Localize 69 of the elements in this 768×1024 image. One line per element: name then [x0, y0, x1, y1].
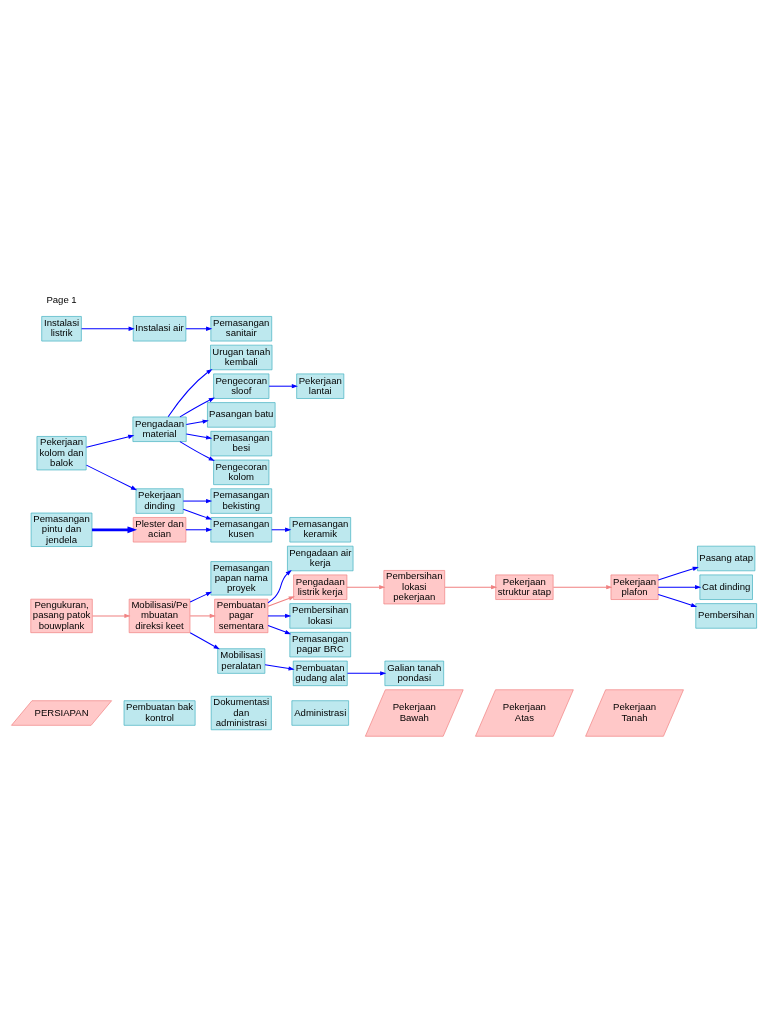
arrow — [189, 591, 213, 603]
arrow — [189, 632, 220, 650]
arrow — [657, 594, 698, 608]
node-box: Pemasangan besi — [210, 431, 273, 457]
arrow — [346, 585, 386, 590]
label: Page 1 — [46, 293, 77, 305]
arrow — [179, 441, 215, 462]
node-box: Pekerjaan lantai — [296, 373, 345, 399]
node-box: Pembersihan lokasi — [289, 603, 351, 629]
arrow — [179, 397, 215, 418]
node-box: Pekerjaan struktur atap — [495, 574, 554, 600]
node-box: Pemasangan keramik — [289, 517, 351, 543]
node-box: Cat dinding — [699, 574, 753, 600]
arrow — [185, 433, 213, 440]
node-box: Pembuatan gudang alat — [292, 660, 348, 686]
node-box: Dokumentasi dan administrasi — [210, 695, 272, 731]
node-box: Pekerjaan kolom dan balok — [36, 436, 87, 471]
node-box: Pengadaan listrik kerja — [293, 574, 348, 600]
node-box: Pembuatan pagar sementara — [214, 598, 269, 633]
node-box: Pengukuran, pasang patok bouwplank — [30, 598, 93, 633]
arrow — [81, 326, 135, 331]
node-box: Pemasangan pagar BRC — [289, 632, 351, 658]
node-box: Pekerjaan dinding — [135, 488, 184, 514]
node-box: Pembersihan — [695, 603, 757, 629]
node-box: Pembersihan lokasi pekerjaan — [383, 570, 446, 605]
arrow — [267, 569, 292, 604]
arrow — [189, 613, 216, 619]
node-box: Instalasi listrik — [41, 316, 82, 342]
node-box: Pengadaan air kerja — [287, 545, 354, 572]
node-box: Pemasangan kusen — [210, 517, 273, 543]
arrow — [271, 527, 292, 532]
node-box: Mobilisasi/Pembuatan direksi keet — [128, 598, 191, 633]
node-box: Pemasangan papan nama proyek — [210, 561, 273, 596]
arrow — [185, 419, 209, 426]
arrow — [92, 526, 138, 534]
node-box: Pengadaan material — [132, 416, 187, 442]
arrow — [85, 434, 135, 448]
node-box: Pembuatan bak kontrol — [123, 700, 196, 726]
arrow — [92, 613, 131, 619]
arrow — [444, 585, 498, 590]
arrow — [267, 596, 295, 607]
node-box: Pemasangan sanitair — [210, 316, 273, 342]
node-box: Galian tanah pondasi — [384, 660, 444, 686]
arrow — [185, 527, 213, 532]
arrow — [552, 585, 613, 590]
arrow — [85, 464, 138, 491]
node-box: Pemasangan pintu dan jendela — [30, 512, 93, 547]
arrow — [346, 671, 387, 676]
arrow — [264, 664, 295, 671]
arrow — [182, 498, 213, 504]
node-box: Pemasangan bekisting — [210, 488, 273, 514]
arrow — [167, 369, 213, 418]
arrow — [657, 566, 699, 581]
arrow — [182, 508, 213, 520]
node-box: Pengecoran kolom — [213, 459, 270, 485]
node-box: Pekerjaan plafon — [610, 574, 659, 600]
node-box: Plester dan acian — [132, 517, 187, 543]
node-box: Instalasi air — [132, 316, 187, 342]
node-box: Administrasi — [291, 700, 349, 726]
node-box: Mobilisasi peralatan — [217, 648, 266, 674]
arrow — [268, 384, 298, 389]
node-box: Pasang atap — [697, 545, 756, 572]
arrow — [267, 613, 292, 619]
arrow — [185, 326, 213, 331]
arrow — [267, 625, 292, 635]
node-box: Pasangan batu — [207, 402, 276, 428]
arrow — [657, 585, 702, 590]
node-box: Urugan tanah kembali — [210, 344, 273, 371]
node-box: Pengecoran sloof — [213, 373, 270, 399]
